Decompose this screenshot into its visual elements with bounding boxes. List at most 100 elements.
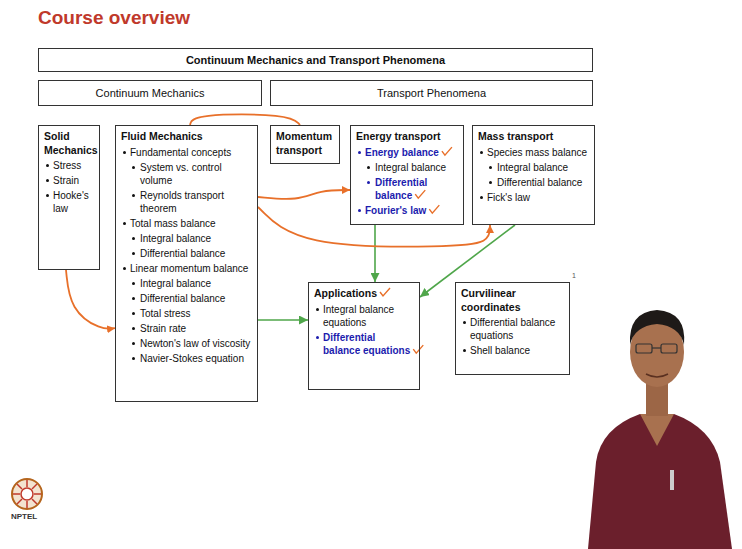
connector-arrow [258, 190, 350, 199]
list-item: Total mass balance [121, 217, 252, 230]
list-item: Momentum transport [276, 130, 334, 157]
list-item: Continuum Mechanics and Transport Phenom… [45, 53, 586, 67]
list-item: Curvilinear coordinates [461, 287, 564, 314]
box-text: Integral balance [140, 233, 211, 244]
list-item: Applications [314, 287, 414, 301]
connector-arrow [374, 225, 376, 282]
box-heading: Applications [314, 287, 377, 299]
list-item: Newton's law of viscosity [121, 337, 252, 350]
box-heading: Curvilinear coordinates [461, 287, 521, 313]
topic-box: Mass transportSpecies mass balanceIntegr… [472, 125, 595, 225]
list-item: Total stress [121, 307, 252, 320]
box-text: Integral balance equations [323, 304, 394, 328]
list-item: Navier-Stokes equation [121, 352, 252, 365]
box-text: Differential balance [140, 248, 225, 259]
list-item: Differential balance [356, 176, 458, 202]
box-text: System vs. control volume [140, 162, 222, 186]
list-item: Stress [44, 159, 94, 172]
box-text: Differential balance equations [323, 332, 410, 356]
logo-text: NPTEL [11, 512, 37, 521]
connector-arrow [190, 114, 300, 125]
list-item: Differential balance equations [314, 331, 414, 357]
box-heading: Continuum Mechanics and Transport Phenom… [186, 54, 445, 66]
list-item: Continuum Mechanics [45, 86, 255, 100]
list-item: Solid Mechanics [44, 130, 94, 157]
list-item: Integral balance [356, 161, 458, 174]
box-text: Species mass balance [487, 147, 587, 158]
box-text: Differential balance [375, 177, 427, 201]
list-item: Transport Phenomena [277, 86, 586, 100]
list-item: Differential balance [121, 292, 252, 305]
box-heading: Transport Phenomena [377, 87, 486, 99]
box-heading: Momentum transport [276, 130, 332, 156]
list-item: Hooke's law [44, 189, 94, 215]
list-item: Integral balance [478, 161, 589, 174]
box-text: Fundamental concepts [130, 147, 231, 158]
box-text: Integral balance [140, 278, 211, 289]
list-item: Strain [44, 174, 94, 187]
list-item: Strain rate [121, 322, 252, 335]
box-text: Fourier's law [365, 205, 426, 216]
box-text: Strain rate [140, 323, 186, 334]
slide-title: Course overview [38, 7, 190, 29]
section-band: Continuum Mechanics [38, 80, 262, 106]
connector-arrow [420, 225, 515, 297]
box-text: Differential balance [497, 177, 582, 188]
connector-arrow [258, 319, 308, 321]
list-item: Differential balance [478, 176, 589, 189]
topic-box: Momentum transport [270, 125, 340, 164]
box-text: Linear momentum balance [130, 263, 248, 274]
topic-box: ApplicationsIntegral balance equationsDi… [308, 282, 420, 390]
list-item: Shell balance [461, 344, 564, 357]
topic-box: Curvilinear coordinatesDifferential bala… [455, 282, 570, 375]
check-mark [415, 190, 425, 198]
box-heading: Energy transport [356, 130, 441, 142]
check-mark [380, 288, 390, 296]
list-item: Integral balance [121, 277, 252, 290]
slide-number: 1 [572, 272, 576, 279]
box-heading: Mass transport [478, 130, 553, 142]
box-text: Total mass balance [130, 218, 216, 229]
box-text: Integral balance [497, 162, 568, 173]
presenter-figure [588, 310, 732, 549]
box-text: Strain [53, 175, 79, 186]
box-text: Differential balance equations [470, 317, 555, 341]
connector-arrow [66, 270, 115, 329]
section-band: Transport Phenomena [270, 80, 593, 106]
list-item: Fundamental concepts [121, 146, 252, 159]
box-text: Stress [53, 160, 81, 171]
section-band: Continuum Mechanics and Transport Phenom… [38, 48, 593, 72]
list-item: Energy balance [356, 146, 458, 159]
check-mark [413, 345, 423, 353]
list-item: Fourier's law [356, 204, 458, 217]
list-item: Reynolds transport theorem [121, 189, 252, 215]
list-item: System vs. control volume [121, 161, 252, 187]
box-heading: Solid Mechanics [44, 130, 98, 156]
topic-box: Energy transportEnergy balanceIntegral b… [350, 125, 464, 225]
list-item: Differential balance [121, 247, 252, 260]
box-text: Total stress [140, 308, 191, 319]
box-text: Newton's law of viscosity [140, 338, 250, 349]
nptel-logo [12, 479, 42, 509]
box-text: Fick's law [487, 192, 530, 203]
list-item: Linear momentum balance [121, 262, 252, 275]
check-mark [429, 205, 439, 213]
box-heading: Continuum Mechanics [96, 87, 205, 99]
list-item: Fick's law [478, 191, 589, 204]
list-item: Energy transport [356, 130, 458, 144]
list-item: Species mass balance [478, 146, 589, 159]
topic-box: Fluid MechanicsFundamental conceptsSyste… [115, 125, 258, 402]
box-text: Integral balance [375, 162, 446, 173]
box-text: Shell balance [470, 345, 530, 356]
list-item: Differential balance equations [461, 316, 564, 342]
list-item: Integral balance [121, 232, 252, 245]
list-item: Mass transport [478, 130, 589, 144]
list-item: Fluid Mechanics [121, 130, 252, 144]
box-text: Reynolds transport theorem [140, 190, 224, 214]
box-heading: Fluid Mechanics [121, 130, 203, 142]
box-text: Hooke's law [53, 190, 89, 214]
box-text: Navier-Stokes equation [140, 353, 244, 364]
box-text: Differential balance [140, 293, 225, 304]
